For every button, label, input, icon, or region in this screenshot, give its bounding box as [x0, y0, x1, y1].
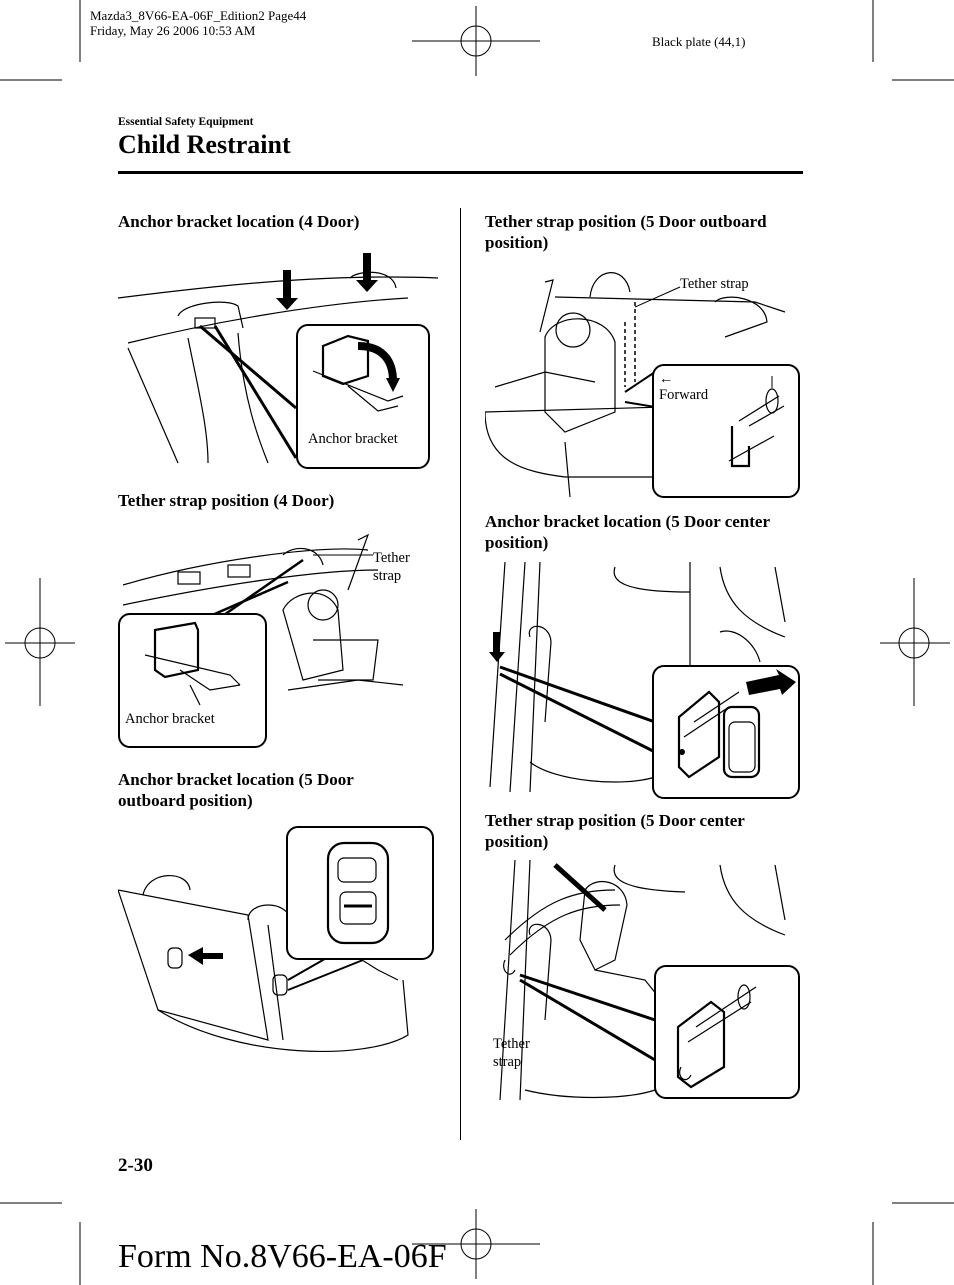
column-divider — [460, 208, 461, 1140]
caption-anchor-5door-center: Anchor bracket location (5 Door center p… — [485, 512, 771, 552]
detail-inset-anchor-5door-center — [652, 665, 800, 799]
caption-tether-5door-outboard: Tether strap position (5 Door outboard p… — [485, 212, 767, 252]
label-anchor-bracket: Anchor bracket — [308, 431, 398, 447]
date-line: Friday, May 26 2006 10:53 AM — [90, 23, 256, 38]
anchor-cover-removal-detail — [677, 669, 796, 779]
detail-inset-anchor-4door: Anchor bracket — [296, 324, 430, 469]
anchor-bracket-detail — [312, 334, 404, 412]
title-rule — [118, 171, 803, 174]
file-info: Mazda3_8V66-EA-06F_Edition2 Page44 Frida… — [90, 8, 306, 38]
tether-hook-center-detail — [676, 984, 757, 1089]
label-tether-strap-4door: Tether strap — [373, 550, 410, 584]
tether-hook-detail — [728, 376, 785, 468]
label-forward: Forward — [659, 387, 709, 403]
page-title: Child Restraint — [118, 130, 291, 159]
illustration-tether-5door-outboard — [485, 272, 786, 498]
detail-inset-anchor-5door-outboard — [286, 826, 434, 960]
illustration-anchor-5door-outboard — [118, 875, 409, 1053]
detail-inset-tether-5door-outboard: ← Forward — [652, 364, 800, 498]
illustration-tether-5door-center — [499, 860, 786, 1100]
page-number: 2-30 — [118, 1155, 153, 1176]
caption-anchor-4door: Anchor bracket location (4 Door) — [118, 212, 360, 231]
detail-inset-tether-5door-center — [654, 965, 800, 1099]
anchor-bracket-detail-2 — [144, 621, 241, 706]
label-tether-strap-center: Tether strap — [493, 1036, 530, 1070]
caption-tether-4door: Tether strap position (4 Door) — [118, 491, 335, 510]
forward-arrow-icon: ← — [659, 371, 674, 387]
detail-inset-tether-4door: Anchor bracket — [118, 613, 267, 748]
section-label: Essential Safety Equipment — [118, 116, 254, 128]
illustration-anchor-4door — [118, 253, 438, 464]
form-number: Form No.8V66-EA-06F — [118, 1238, 447, 1275]
anchor-cover-detail — [326, 841, 390, 945]
caption-tether-5door-center: Tether strap position (5 Door center pos… — [485, 811, 745, 851]
file-name-line: Mazda3_8V66-EA-06F_Edition2 Page44 — [90, 8, 307, 23]
label-anchor-bracket-2: Anchor bracket — [125, 711, 215, 727]
caption-anchor-5door-outboard: Anchor bracket location (5 Door outboard… — [118, 770, 354, 810]
label-tether-strap-5door: Tether strap — [680, 276, 749, 292]
plate-label: Black plate (44,1) — [652, 34, 746, 49]
